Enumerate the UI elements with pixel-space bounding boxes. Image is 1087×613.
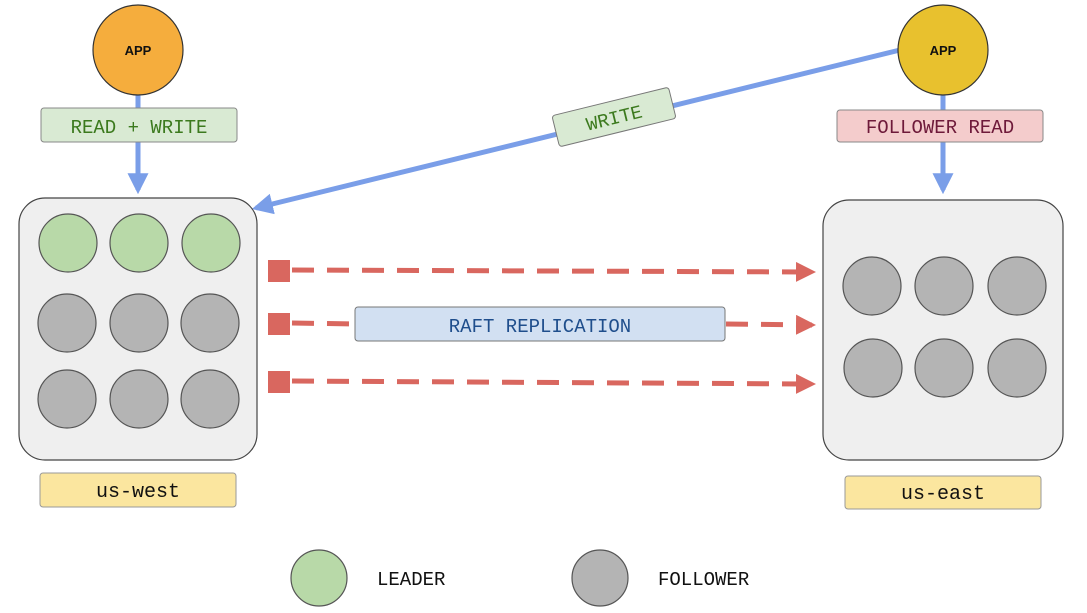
us-east-region-box (822, 199, 1064, 461)
follower-node (987, 256, 1047, 316)
follower-node (109, 293, 169, 353)
east-app-label: APP (930, 43, 957, 58)
us-west-label: us-west (96, 481, 180, 504)
read-write-tag: READ + WRITE (40, 107, 238, 143)
raft-replication-arrows (268, 260, 816, 394)
west-app-label: APP (125, 43, 152, 58)
us-west-label-tag: us-west (39, 472, 237, 508)
follower-node (109, 369, 169, 429)
follower-node (37, 293, 97, 353)
raft-replication-label: RAFT REPLICATION (449, 316, 631, 338)
raft-replication-tag: RAFT REPLICATION (354, 306, 726, 342)
write-tag: WRITE (552, 87, 676, 147)
replication-source-square (268, 371, 290, 393)
leader-node (181, 213, 241, 273)
follower-node (914, 256, 974, 316)
east-app-node: APP (897, 4, 989, 96)
replication-arrow (291, 320, 357, 327)
follower-node (987, 338, 1047, 398)
follower-node (180, 293, 240, 353)
us-east-label-tag: us-east (844, 475, 1042, 510)
follower-node (842, 256, 902, 316)
legend-leader-swatch (290, 549, 348, 607)
us-east-label: us-east (901, 483, 985, 506)
replication-source-square (268, 313, 290, 335)
follower-node (843, 338, 903, 398)
follower-node (914, 338, 974, 398)
west-app-node: APP (92, 4, 184, 96)
replication-arrow (291, 373, 816, 394)
legend-leader-label: LEADER (377, 569, 445, 591)
west-app-circle (92, 4, 184, 96)
replication-arrow (291, 261, 816, 282)
east-app-circle (897, 4, 989, 96)
legend-follower-swatch (571, 549, 629, 607)
replication-arrow (725, 314, 816, 335)
leader-node (38, 213, 98, 273)
us-east-nodes (842, 256, 1047, 398)
legend-follower-label: FOLLOWER (658, 569, 749, 591)
replication-source-square (268, 260, 290, 282)
follower-node (37, 369, 97, 429)
follower-read-label: FOLLOWER READ (866, 117, 1014, 139)
follower-node (180, 369, 240, 429)
follower-read-tag: FOLLOWER READ (836, 109, 1044, 143)
leader-node (109, 213, 169, 273)
read-write-label: READ + WRITE (71, 117, 208, 139)
us-west-nodes (37, 213, 241, 429)
legend: LEADER FOLLOWER (290, 549, 749, 607)
